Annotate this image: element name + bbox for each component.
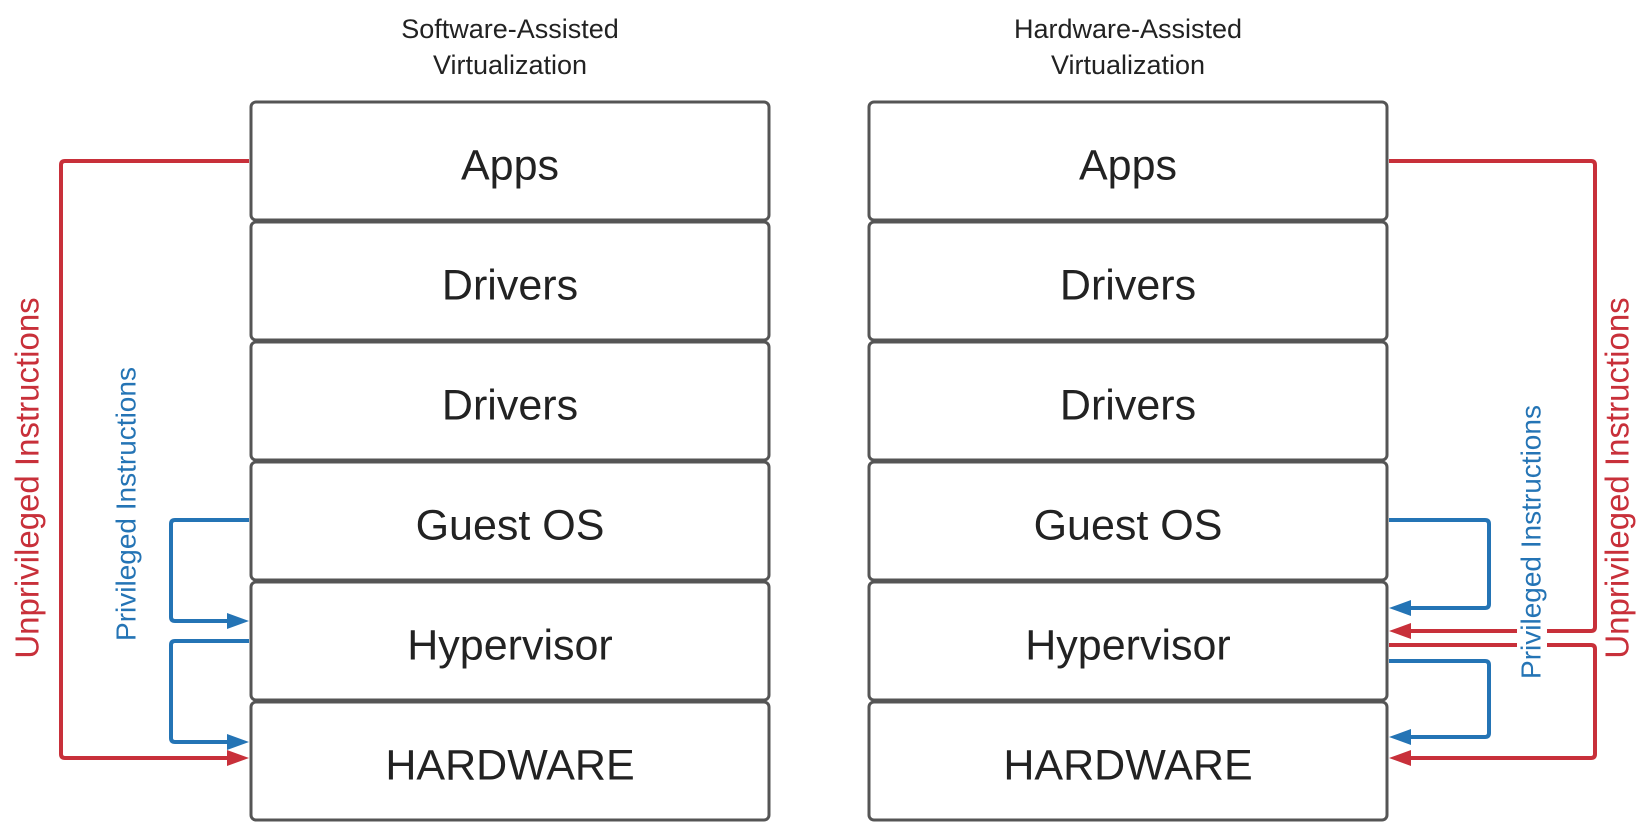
software-privileged-arrow-guest-to-hypervisor [169,518,249,629]
hardware-unprivileged-label: Unprivileged Instructions [1599,297,1636,658]
software-layer-label: Hypervisor [407,621,613,669]
arrow-head-icon [1389,623,1411,639]
software-layer-hardware: HARDWARE [249,700,771,822]
hardware-layer-drivers: Drivers [867,340,1389,462]
arrow-head-icon [1389,729,1411,745]
hardware-title: Hardware-Assisted Virtualization [1014,14,1242,80]
software-layer-label: Apps [461,141,559,189]
software-privileged-label: Privileged Instructions [110,367,141,641]
software-unprivileged-label: Unprivileged Instructions [9,297,46,658]
arrow-head-icon [227,750,249,766]
hardware-unprivileged-arrow-hypervisor-to-hardware [1389,643,1597,766]
hardware-layer-label: Hypervisor [1025,621,1231,669]
hardware-title-line2: Virtualization [1051,50,1205,80]
software-layer-guest-os: Guest OS [249,460,771,582]
software-layer-label: Drivers [442,381,578,429]
hardware-layer-label: HARDWARE [1003,741,1252,789]
hardware-stack: Apps Drivers Drivers Guest OS Hypervisor… [867,100,1389,822]
hardware-layer-label: Apps [1079,141,1177,189]
arrow-head-icon [227,734,249,750]
hardware-layer-hardware: HARDWARE [867,700,1389,822]
hardware-layer-guest-os: Guest OS [867,460,1389,582]
hardware-layer-label: Drivers [1060,261,1196,309]
software-layer-label: Guest OS [416,501,605,549]
hardware-unprivileged-arrow-apps-to-hypervisor [1389,159,1597,639]
software-layer-label: Drivers [442,261,578,309]
hardware-layer-drivers: Drivers [867,220,1389,342]
software-layer-drivers: Drivers [249,340,771,462]
arrow-head-icon [1389,750,1411,766]
software-title-line2: Virtualization [433,50,587,80]
software-stack: Apps Drivers Drivers Guest OS Hypervisor… [249,100,771,822]
software-privileged-arrow-hypervisor-to-hardware [169,639,249,750]
hardware-layer-label: Guest OS [1034,501,1223,549]
hardware-title-line1: Hardware-Assisted [1014,14,1242,44]
software-title: Software-Assisted Virtualization [401,14,619,80]
arrow-head-icon [227,613,249,629]
software-layer-apps: Apps [249,100,771,222]
hardware-privileged-label: Privileged Instructions [1515,405,1546,679]
arrow-head-icon [1389,600,1411,616]
hardware-layer-hypervisor: Hypervisor [867,580,1389,702]
hardware-layer-label: Drivers [1060,381,1196,429]
software-layer-label: HARDWARE [385,741,634,789]
hardware-privileged-arrow-hypervisor-to-hardware [1389,659,1491,745]
hardware-layer-apps: Apps [867,100,1389,222]
software-layer-drivers: Drivers [249,220,771,342]
software-title-line1: Software-Assisted [401,14,619,44]
software-layer-hypervisor: Hypervisor [249,580,771,702]
software-unprivileged-arrow [59,159,249,766]
hardware-privileged-arrow-guest-to-hypervisor [1389,518,1491,616]
